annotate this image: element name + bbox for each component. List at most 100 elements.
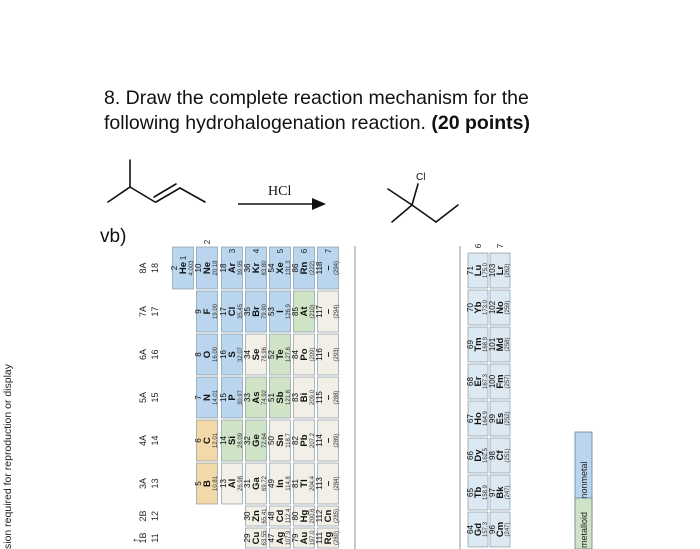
group-header: 1B [138, 532, 148, 543]
atomic-number: 18 [219, 263, 228, 272]
element-cell [221, 246, 243, 290]
atomic-number: 10 [194, 263, 203, 272]
atomic-number: 82 [291, 436, 300, 445]
element-symbol: No [495, 301, 506, 314]
element-cell [221, 419, 243, 462]
atomic-mass: 157.3 [483, 521, 489, 537]
atomic-mass: 65.41 [262, 508, 268, 524]
reaction-arrow [238, 198, 326, 210]
atomic-mass: 32.07 [238, 346, 244, 362]
atomic-number: 50 [267, 436, 276, 445]
atomic-number: 15 [219, 393, 228, 402]
element-symbol: Se [251, 349, 262, 361]
atomic-mass: 26.98 [238, 475, 244, 491]
atomic-number: 86 [291, 263, 300, 272]
element-symbol: Dy [473, 449, 484, 462]
element-symbol: – [323, 438, 334, 443]
atomic-mass: 209.0 [310, 389, 316, 405]
period-number: 7 [496, 243, 505, 248]
period-number: 3 [228, 248, 237, 253]
atomic-mass: 4.003 [189, 260, 195, 276]
legend-swatch [574, 497, 593, 549]
atomic-mass: (294) [334, 261, 340, 275]
element-symbol: Tm [473, 337, 484, 351]
group-header: 6A [138, 349, 148, 360]
atomic-number: 31 [243, 479, 252, 488]
atomic-number: 65 [466, 488, 475, 497]
element-symbol: Br [251, 306, 262, 317]
legend-nonmetal: nonmetal [579, 461, 589, 498]
element-symbol: S [227, 351, 238, 357]
element-cell [467, 363, 489, 400]
atomic-mass: (258) [505, 337, 511, 351]
product-structure [387, 183, 459, 223]
atomic-mass: 39.95 [238, 260, 244, 276]
atomic-mass: 72.64 [262, 432, 268, 448]
element-symbol: C [202, 437, 213, 444]
atomic-number: 2 [170, 265, 179, 270]
element-symbol: He [178, 262, 189, 274]
element-symbol: – [323, 265, 334, 270]
element-cell [467, 511, 489, 548]
element-cell [245, 462, 267, 505]
element-symbol: – [323, 481, 334, 486]
atomic-number: 17 [219, 307, 228, 316]
atomic-number: 96 [488, 525, 497, 534]
atomic-number: 49 [267, 479, 276, 488]
element-cell [293, 290, 315, 333]
group-number: 13 [150, 478, 160, 488]
group-header: 7A [138, 306, 148, 317]
atomic-mass: 114.8 [286, 476, 292, 491]
atomic-number: 83 [291, 393, 300, 402]
atomic-number: 52 [267, 350, 276, 359]
atomic-number: 5 [194, 481, 203, 486]
element-cell [245, 333, 267, 376]
element-symbol: Fm [495, 374, 506, 388]
element-cell [467, 326, 489, 363]
element-cell [221, 376, 243, 419]
element-cell [269, 333, 291, 376]
element-cell [293, 333, 315, 376]
element-symbol: F [202, 308, 213, 314]
points-label: (20 points) [431, 112, 530, 134]
group-header: 3A [138, 478, 148, 489]
atomic-number: 14 [219, 436, 228, 445]
element-cell [269, 419, 291, 462]
atomic-mass: (294) [334, 304, 340, 318]
element-symbol: Ge [251, 434, 262, 447]
element-cell [196, 246, 218, 290]
element-symbol: In [275, 479, 286, 488]
atomic-number: 85 [291, 307, 300, 316]
element-symbol: Cn [323, 509, 334, 522]
atomic-number: 117 [315, 305, 324, 318]
element-symbol: Ag [275, 531, 286, 544]
atomic-mass: (247) [505, 522, 511, 536]
atomic-mass: 78.96 [262, 346, 268, 362]
atomic-number: 51 [267, 393, 276, 402]
element-symbol: – [323, 352, 334, 357]
atomic-number: 30 [243, 511, 252, 520]
element-symbol: Si [227, 436, 238, 445]
atomic-mass: 19.00 [213, 303, 219, 319]
element-cell [317, 376, 339, 419]
atomic-number: 100 [488, 374, 497, 388]
part-label: vb) [100, 226, 127, 247]
atomic-number: 81 [291, 479, 300, 488]
atomic-mass: 16.00 [213, 346, 219, 362]
element-cell [245, 527, 267, 549]
element-symbol: Kr [251, 262, 262, 273]
atomic-mass: (284) [334, 476, 340, 490]
atomic-mass: (262) [505, 263, 511, 277]
element-symbol: Cm [495, 522, 506, 537]
atomic-number: 54 [267, 263, 276, 272]
element-cell [196, 462, 218, 505]
element-symbol: Ho [473, 412, 484, 425]
element-symbol: N [202, 394, 213, 401]
element-symbol: Es [495, 413, 506, 425]
element-cell [293, 505, 315, 527]
atomic-number: 71 [466, 266, 475, 275]
atomic-number: 36 [243, 263, 252, 272]
atomic-mass: 131.3 [286, 260, 292, 276]
atomic-number: 13 [219, 479, 228, 488]
group-number: 12 [150, 511, 160, 521]
